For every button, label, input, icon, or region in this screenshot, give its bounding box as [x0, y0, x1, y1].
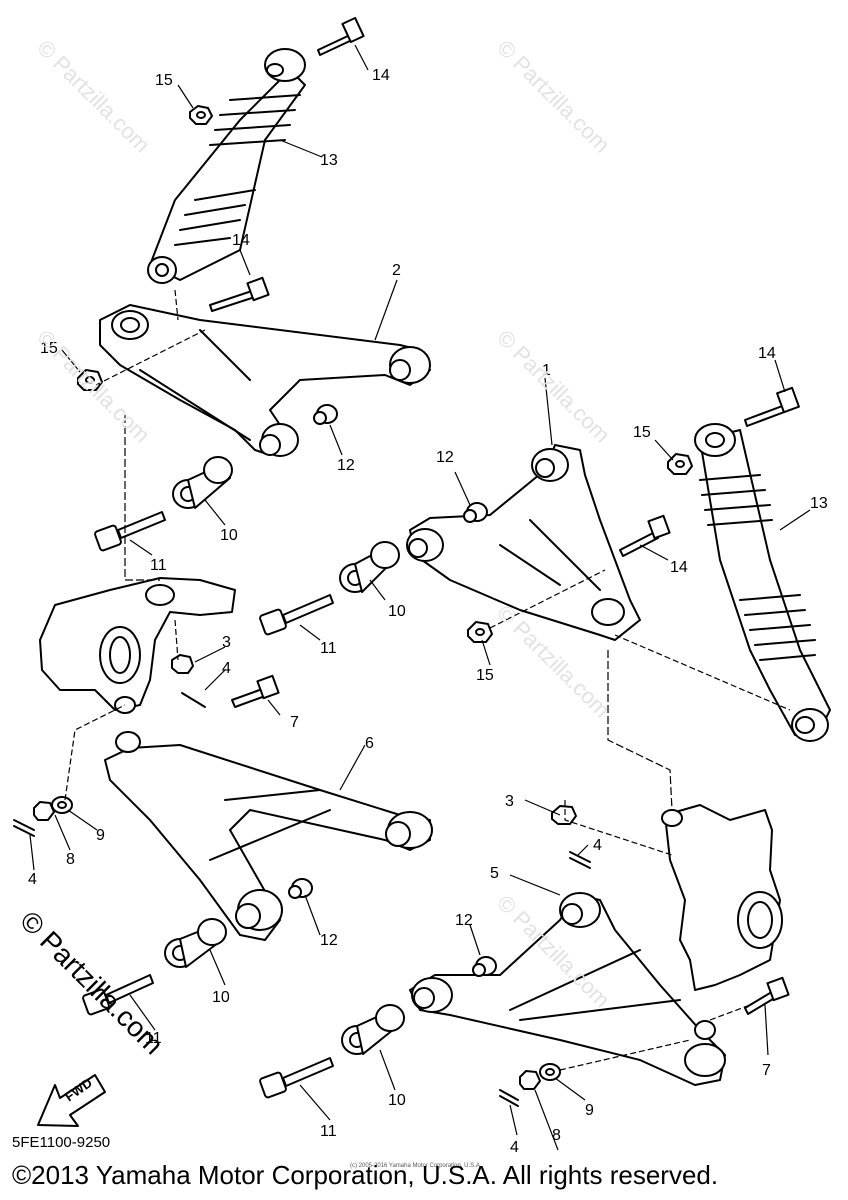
callout-10: 10 — [388, 603, 406, 620]
cotter-pin-4-far-left — [13, 819, 35, 837]
callout-9: 9 — [585, 1102, 594, 1119]
callout-15: 15 — [633, 424, 651, 441]
nut-12-right — [463, 502, 488, 523]
callout-1: 1 — [542, 362, 551, 379]
callout-14: 14 — [232, 232, 250, 249]
forward-arrow-icon — [37, 1074, 106, 1127]
callout-10: 10 — [388, 1092, 406, 1109]
callout-6: 6 — [365, 735, 374, 752]
bushing-10-upper-left — [172, 456, 233, 509]
cotter-pin-4-right — [569, 851, 591, 869]
bolt-14-mid — [209, 276, 270, 312]
leader-lines — [29, 44, 811, 1151]
callout-12: 12 — [455, 912, 473, 929]
callout-11: 11 — [150, 557, 167, 574]
bolt-7-right — [744, 976, 790, 1015]
cotter-pin-4-lower-right — [499, 1089, 519, 1107]
bolt-14-far-right — [744, 386, 800, 427]
nut-8-left — [33, 801, 55, 821]
shock-absorber-left — [147, 48, 306, 284]
bolt-14-right — [619, 514, 671, 557]
bushing-10-upper-right — [339, 541, 400, 593]
upper-arm-right — [406, 444, 641, 641]
callout-7: 7 — [762, 1062, 771, 1079]
bolt-11-lower-left — [82, 974, 154, 1016]
callout-5: 5 — [490, 865, 499, 882]
callout-14: 14 — [372, 67, 390, 84]
nut-12-lower-right — [472, 956, 497, 977]
upper-arm-left — [99, 304, 431, 457]
callout-15: 15 — [476, 667, 494, 684]
nut-3-left — [171, 654, 194, 674]
nut-15-left — [77, 369, 103, 391]
callout-14: 14 — [758, 345, 776, 362]
callout-12: 12 — [436, 449, 454, 466]
bolt-11-upper-right — [259, 594, 334, 636]
callout-9: 9 — [96, 827, 105, 844]
micro-copyright: (c) 2005-2016 Yamaha Motor Corporation, … — [350, 1163, 482, 1169]
callout-13: 13 — [810, 495, 828, 512]
callout-10: 10 — [212, 989, 230, 1006]
callout-4: 4 — [593, 837, 602, 854]
callout-8: 8 — [66, 851, 75, 868]
knuckle-left — [39, 577, 236, 714]
nut-15-far-right — [667, 453, 693, 475]
callout-12: 12 — [320, 932, 338, 949]
callout-15: 15 — [155, 72, 173, 89]
lower-arm-left — [104, 731, 433, 941]
knuckle-right — [661, 804, 783, 991]
nut-15-right — [467, 621, 493, 643]
nut-3-right — [551, 805, 577, 825]
bolt-11-upper-left — [94, 511, 166, 552]
washer-9-left — [51, 796, 73, 814]
callout-14: 14 — [670, 559, 688, 576]
bolt-11-lower-right — [259, 1057, 334, 1099]
bushing-10-lower-left — [164, 918, 227, 968]
cotter-pin-4-left — [181, 692, 206, 708]
callout-11: 11 — [320, 1123, 337, 1140]
bolt-7-left — [231, 674, 280, 708]
callout-8: 8 — [552, 1127, 561, 1144]
callout-3: 3 — [222, 634, 231, 651]
diagram-code: 5FE1100-9250 — [12, 1134, 111, 1151]
nut-12-lower-left — [288, 878, 313, 899]
bolt-14-top — [317, 16, 365, 56]
callout-11: 11 — [320, 640, 337, 657]
lower-arm-right — [409, 892, 726, 1086]
shock-absorber-right — [694, 423, 831, 742]
nut-12-upper-left — [313, 404, 338, 425]
bushing-10-lower-right — [341, 1004, 405, 1055]
callout-15: 15 — [40, 340, 58, 357]
callout-3: 3 — [505, 793, 514, 810]
copyright-line: ©2013 Yamaha Motor Corporation, U.S.A. A… — [12, 1160, 719, 1190]
nut-15-top — [189, 105, 213, 125]
nut-8-right — [519, 1070, 541, 1090]
washer-9-right — [539, 1063, 561, 1081]
callout-4: 4 — [222, 660, 231, 677]
callout-10: 10 — [220, 527, 238, 544]
callout-labels: 14 15 13 14 2 15 1 14 15 12 12 13 10 11 … — [28, 67, 828, 1156]
callout-12: 12 — [337, 457, 355, 474]
callout-2: 2 — [392, 262, 401, 279]
callout-4: 4 — [28, 871, 37, 888]
callout-4: 4 — [510, 1139, 519, 1156]
callout-13: 13 — [320, 152, 338, 169]
callout-11: 11 — [145, 1030, 162, 1047]
callout-7: 7 — [290, 714, 299, 731]
